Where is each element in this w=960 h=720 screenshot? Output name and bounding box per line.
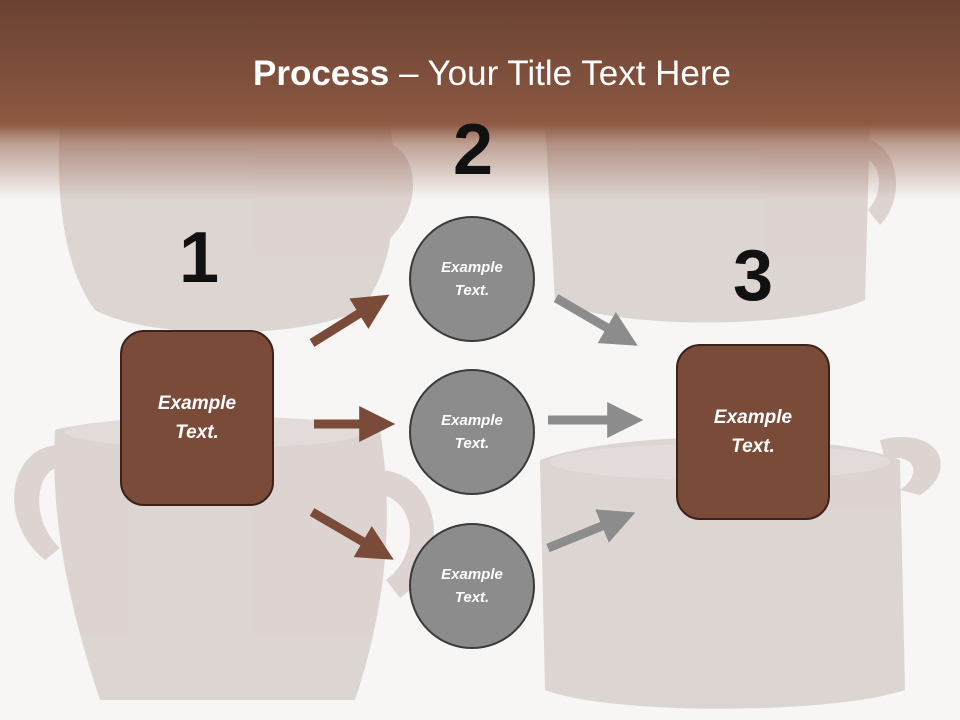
- step-number-1: 1: [178, 218, 220, 298]
- process-circle-bottom-text: Example Text.: [441, 566, 503, 606]
- process-circle-middle: Example Text.: [409, 369, 535, 495]
- process-box-left-text: Example Text.: [157, 393, 237, 443]
- arrow-box1-to-circle3: [309, 508, 394, 560]
- title-bold: Process: [253, 54, 390, 93]
- header-band: [0, 0, 960, 200]
- arrow-box1-to-circle1: [309, 294, 390, 347]
- process-circle-top: Example Text.: [409, 216, 535, 342]
- process-box-right-text: Example Text.: [713, 407, 793, 457]
- slide-title: Process – Your Title Text Here: [0, 52, 960, 96]
- arrow-circle3-to-box2: [546, 509, 636, 553]
- step-number-2: 2: [452, 110, 494, 190]
- step-number-3: 3: [732, 236, 774, 316]
- process-circle-bottom: Example Text.: [409, 523, 535, 649]
- arrow-circle1-to-box2: [553, 294, 638, 346]
- process-box-right: Example Text.: [676, 344, 830, 520]
- process-circle-top-text: Example Text.: [441, 259, 503, 299]
- process-circle-middle-text: Example Text.: [441, 412, 503, 452]
- title-rest: – Your Title Text Here: [389, 54, 731, 93]
- process-box-left: Example Text.: [120, 330, 274, 506]
